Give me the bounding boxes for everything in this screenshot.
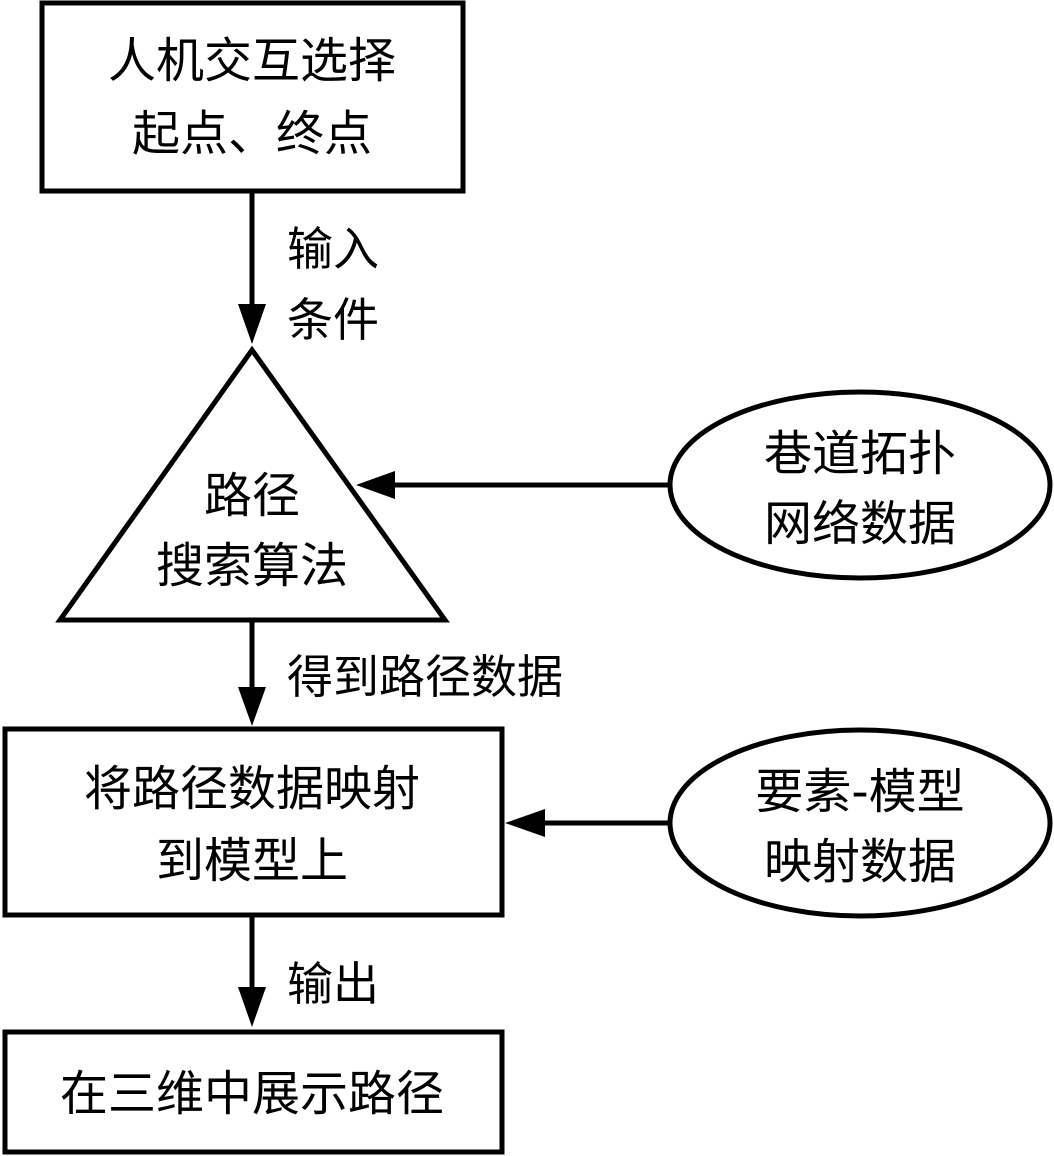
edge-get-path-data-arrowhead — [238, 687, 266, 726]
edge-get-path-data: 得到路径数据 — [238, 620, 563, 726]
node-mapping-data: 要素-模型 映射数据 — [667, 727, 1053, 919]
node-map-to-model-box — [2, 726, 505, 918]
edge-get-path-data-line1: 得到路径数据 — [287, 650, 563, 704]
node-search-algorithm: 路径 搜索算法 — [55, 345, 450, 623]
node-search-algorithm-line2: 搜索算法 — [156, 538, 348, 594]
edge-topology-to-algorithm-arrowhead — [356, 471, 395, 499]
node-mapping-data-line2: 映射数据 — [764, 834, 956, 890]
node-map-to-model-line1: 将路径数据映射 — [84, 761, 420, 817]
node-map-to-model: 将路径数据映射 到模型上 — [2, 726, 505, 918]
edge-mapping-to-model — [505, 809, 670, 837]
node-select-points: 人机交互选择 起点、终点 — [39, 0, 466, 194]
edge-input-conditions: 输入 条件 — [238, 191, 379, 347]
edge-output-arrowhead — [238, 987, 266, 1027]
edge-mapping-to-model-arrowhead — [505, 809, 545, 837]
node-topology-data-line2: 网络数据 — [764, 496, 956, 552]
node-select-points-line2: 起点、终点 — [132, 106, 372, 162]
node-display-3d-box — [2, 1029, 505, 1155]
node-display-3d-line1: 在三维中展示路径 — [60, 1066, 444, 1122]
node-select-points-box — [39, 0, 466, 194]
node-display-3d: 在三维中展示路径 — [2, 1029, 505, 1155]
edge-input-conditions-line1: 输入 — [287, 222, 379, 276]
edge-topology-to-algorithm — [356, 471, 670, 499]
edge-input-conditions-line2: 条件 — [287, 293, 379, 347]
edge-output-line1: 输出 — [287, 957, 379, 1011]
edge-input-conditions-arrowhead — [238, 304, 266, 344]
node-map-to-model-line2: 到模型上 — [156, 833, 348, 889]
node-search-algorithm-line1: 路径 — [204, 468, 300, 524]
node-topology-data: 巷道拓扑 网络数据 — [667, 389, 1053, 581]
node-select-points-line1: 人机交互选择 — [108, 33, 396, 89]
edge-output: 输出 — [238, 915, 379, 1027]
node-topology-data-line1: 巷道拓扑 — [764, 426, 956, 482]
node-mapping-data-line1: 要素-模型 — [755, 764, 964, 820]
